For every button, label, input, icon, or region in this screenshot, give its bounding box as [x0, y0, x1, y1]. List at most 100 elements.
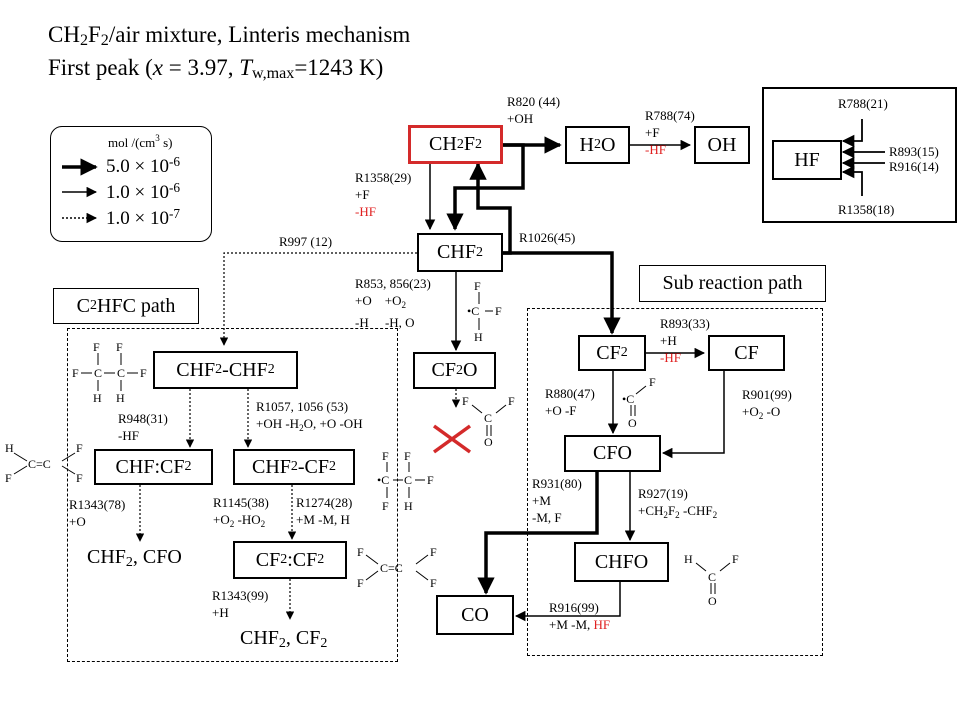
- atom-h: H: [93, 391, 102, 405]
- atom-f: F: [76, 441, 83, 455]
- atom-f: F: [382, 499, 389, 513]
- atom-cc-double: C=C: [380, 561, 403, 575]
- arrow-chf2-cf2-thick: [503, 251, 621, 335]
- arrow-chf2-c2: [219, 252, 417, 346]
- struct-chf2cf2-bonds: [386, 462, 425, 498]
- label-r853: R853, 856(23) +O +O2 -H -H, O: [355, 276, 431, 330]
- atom-c-radical: •C: [377, 473, 390, 487]
- atom-o: O: [708, 594, 717, 608]
- struct-chf2chf2-bonds: [81, 353, 138, 391]
- legend-unit: mol /(cm3 s): [108, 133, 173, 150]
- hf-label-r893: R893(15): [889, 144, 939, 159]
- atom-h: H: [684, 552, 693, 566]
- atom-f: F: [495, 304, 502, 318]
- products-chf2-cfo: CHF2, CFO: [87, 546, 182, 570]
- atom-c-radical: •C: [467, 304, 480, 318]
- atom-f: F: [116, 340, 123, 354]
- atom-c-radical: •C: [622, 392, 635, 406]
- hf-label-r788: R788(21): [838, 96, 888, 111]
- atom-c: C: [708, 570, 717, 584]
- hf-label-r916: R916(14): [889, 159, 939, 174]
- atom-h: H: [116, 391, 125, 405]
- label-r880: R880(47)+O -F: [545, 386, 595, 418]
- legend-box: [50, 126, 212, 242]
- label-r1026: R1026(45): [519, 230, 576, 245]
- species-chfo: CHFO: [574, 542, 669, 582]
- sub-reaction-region: [527, 308, 823, 656]
- label-r893: R893(33)+H-HF: [660, 316, 710, 365]
- species-co: CO: [436, 595, 514, 635]
- title-line-2: First peak (x = 3.97, Tw,max=1243 K): [48, 55, 384, 82]
- label-r1145: R1145(38)+O2 -HO2: [213, 495, 269, 529]
- label-r1274: R1274(28)+M -M, H: [296, 495, 353, 527]
- atom-c: C: [117, 366, 126, 380]
- species-hf: HF: [772, 140, 842, 180]
- struct-cfo-bonds: [630, 385, 647, 416]
- atom-o: O: [628, 416, 637, 430]
- label-r916: R916(99)+M -M, HF: [549, 600, 611, 632]
- atom-cc-double: C=C: [28, 457, 51, 471]
- atom-f: F: [430, 576, 437, 590]
- label-r931: R931(80)+M-M, F: [532, 476, 582, 525]
- label-r901: R901(99)+O2 -O: [742, 387, 792, 421]
- hf-label-r1358: R1358(18): [838, 202, 895, 217]
- arrow-ch2f2-chf2-thick: [446, 143, 525, 231]
- legend-row-thick: 5.0 × 10-6: [106, 154, 181, 177]
- struct-cf2o-bonds: [471, 404, 507, 436]
- label-r1358: R1358(29)+F-HF: [355, 170, 412, 219]
- atom-f: F: [93, 340, 100, 354]
- label-r948: R948(31)-HF: [118, 411, 168, 443]
- species-oh: OH: [694, 126, 750, 164]
- atom-f: F: [462, 394, 469, 408]
- hf-arrow-r788: [841, 119, 863, 148]
- title-line-1: CH2F2/air mixture, Linteris mechanism: [48, 22, 411, 49]
- struct-chf2-bonds: [478, 292, 493, 330]
- struct-cf2cf2-bonds: [365, 554, 429, 581]
- label-r788: R788(74)+F-HF: [645, 108, 695, 157]
- atom-c: C: [94, 366, 103, 380]
- label-r927: R927(19)+CH2F2 -CHF2: [638, 486, 718, 520]
- atom-f: F: [430, 545, 437, 559]
- label-r1057: R1057, 1056 (53)+OH -H2O, +O -OH: [256, 399, 363, 433]
- c2-hfc-region: [67, 328, 398, 662]
- atom-f: F: [357, 576, 364, 590]
- label-r1343a: R1343(78)+O: [69, 497, 126, 529]
- atom-h: H: [474, 330, 483, 344]
- atom-c: C: [484, 411, 493, 425]
- label-r1343b: R1343(99)+H: [212, 588, 269, 620]
- hf-arrow-r1358: [841, 165, 863, 196]
- struct-chfo-bonds: [695, 562, 731, 594]
- atom-h: H: [404, 499, 413, 513]
- atom-f: F: [72, 366, 79, 380]
- atom-f: F: [76, 471, 83, 485]
- atom-f: F: [382, 449, 389, 463]
- atom-f: F: [140, 366, 147, 380]
- arrow-cf-cfo: [661, 371, 725, 459]
- atom-f: F: [357, 545, 364, 559]
- sub-path-label: Sub reaction path: [639, 265, 826, 302]
- atom-c: C: [404, 473, 413, 487]
- cross-mark-b: [432, 424, 472, 454]
- legend-row-medium: 1.0 × 10-6: [106, 180, 181, 203]
- species-cfo: CFO: [564, 435, 661, 472]
- label-r997: R997 (12): [279, 234, 333, 249]
- arrow-cfo-co-thick: [477, 472, 599, 595]
- atom-f: F: [5, 471, 12, 485]
- arrow-chfo-co: [514, 582, 621, 622]
- hf-panel: [762, 87, 957, 223]
- label-r820: R820 (44)+OH: [507, 94, 561, 126]
- atom-f: F: [508, 394, 515, 408]
- species-cf: CF: [708, 335, 785, 371]
